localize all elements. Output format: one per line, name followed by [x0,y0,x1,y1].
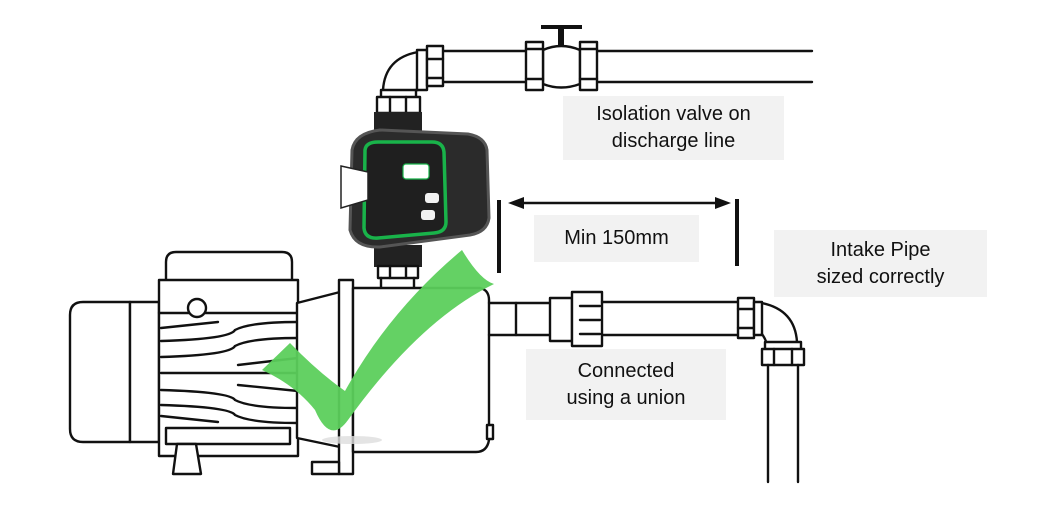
check-mark-icon [262,250,494,431]
isolation-valve-label-line2: discharge line [611,130,736,152]
arrow-right-icon [715,197,731,209]
union-label-line2: using a union [566,386,686,409]
intake-pipe-label: Intake Pipe sized correctly [774,230,987,297]
intake-pipe-label-line1: Intake Pipe [830,238,931,261]
arrow-left-icon [508,197,524,209]
isolation-valve-label-line1: Isolation valve on [596,103,751,125]
union-label-line1: Connected [577,359,675,382]
min-distance-label-text: Min 150mm [564,227,669,249]
union-label: Connected using a union [526,349,726,420]
isolation-valve-label: Isolation valve on discharge line [563,96,784,160]
intake-pipe [487,290,806,484]
gate-valve-icon [524,25,599,92]
min-distance-label: Min 150mm [534,215,699,262]
discharge-pipe [375,44,814,115]
min-distance-dimension [497,197,739,273]
intake-pipe-label-line2: sized correctly [816,265,945,288]
pressure-controller-icon [340,112,491,292]
